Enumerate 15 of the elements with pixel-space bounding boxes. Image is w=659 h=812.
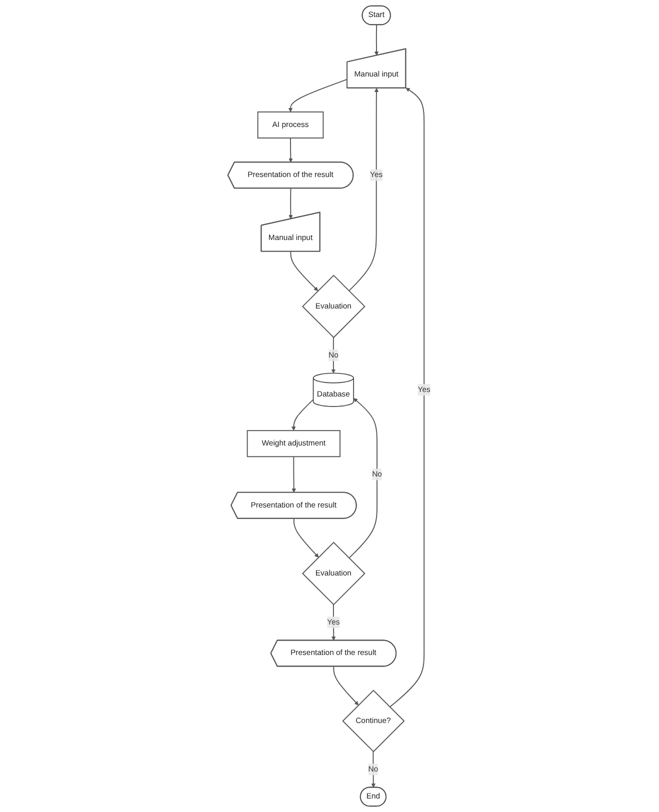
arrow bbox=[332, 337, 336, 374]
arrow bbox=[372, 751, 376, 788]
arrow bbox=[288, 138, 294, 163]
arrow bbox=[292, 456, 296, 493]
arrow bbox=[334, 666, 359, 706]
arrow bbox=[332, 604, 336, 641]
arrow bbox=[374, 24, 380, 56]
arrow bbox=[348, 88, 379, 292]
arrow bbox=[292, 399, 314, 431]
arrow bbox=[288, 188, 294, 220]
arrow bbox=[294, 518, 320, 558]
arrow bbox=[390, 88, 425, 708]
arrow bbox=[290, 251, 318, 292]
arrow bbox=[288, 78, 348, 112]
arrow bbox=[348, 398, 378, 559]
